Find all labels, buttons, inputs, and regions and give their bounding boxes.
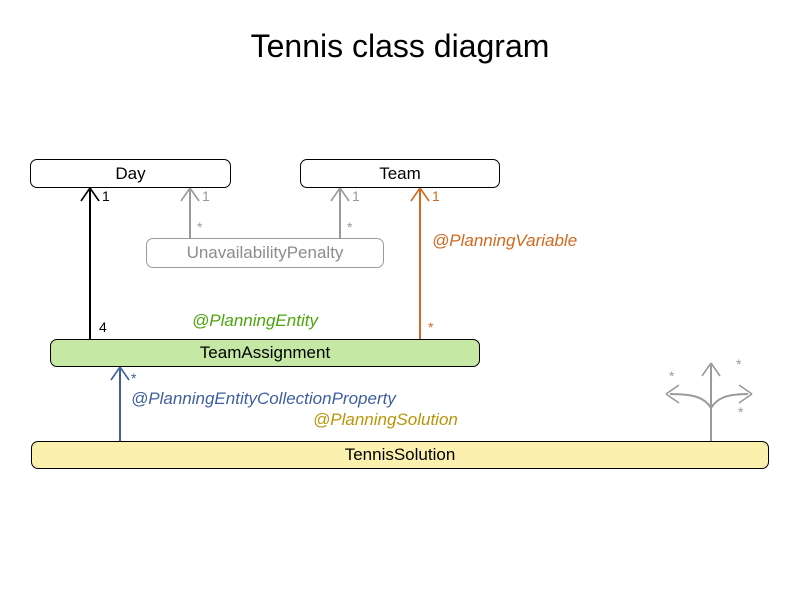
relation-penalty-to-team (330, 187, 350, 238)
multiplicity-teamassignment-team-source: * (428, 319, 434, 335)
arrowhead (119, 366, 130, 381)
arrowhead (665, 384, 680, 395)
relation-line (710, 393, 749, 409)
arrowhead (189, 187, 200, 202)
multiplicity-solution-left-branch: * (669, 368, 675, 384)
relation-tennissolution-facts-trunk (701, 362, 721, 441)
class-name-label: TennisSolution (344, 445, 456, 464)
arrowhead (710, 362, 721, 377)
class-name-label: Day (115, 163, 146, 183)
multiplicity-team-to-penalty-target: 1 (352, 188, 360, 204)
arrowhead (738, 393, 753, 404)
relation-penalty-to-day (180, 187, 200, 238)
class-name-label: Team (379, 163, 421, 183)
annotation-planning-variable: @PlanningVariable (432, 231, 578, 250)
arrowhead (665, 393, 680, 404)
arrowhead (180, 187, 191, 202)
annotation-planning-entity-collection-property: @PlanningEntityCollectionProperty (131, 389, 396, 408)
arrowhead (110, 366, 121, 381)
arrowhead (701, 362, 712, 377)
multiplicity-solution-right-branch: * (738, 404, 744, 420)
relation-teamassignment-to-day (80, 187, 100, 339)
multiplicity-penalty-source-team: * (347, 219, 353, 235)
class-name-label: UnavailabilityPenalty (186, 243, 344, 262)
relation-tennissolution-to-teamassignment (110, 366, 130, 441)
class-box-unavailability-penalty[interactable]: UnavailabilityPenalty (146, 238, 384, 268)
annotation-planning-entity: @PlanningEntity (192, 311, 318, 330)
class-box-tennis-solution[interactable]: TennisSolution (31, 441, 769, 469)
class-box-team-assignment[interactable]: TeamAssignment (50, 339, 480, 367)
multiplicity-day-to-penalty-target: 1 (202, 188, 210, 204)
relation-line (669, 393, 712, 409)
multiplicity-penalty-source-day: * (197, 219, 203, 235)
multiplicity-tennissolution-teamassignment: * (131, 370, 137, 386)
annotation-planning-solution: @PlanningSolution (313, 410, 458, 429)
multiplicity-solution-up-branch: * (736, 356, 742, 372)
multiplicity-day-to-teamassignment-target: 1 (102, 188, 110, 204)
class-box-team[interactable]: Team (300, 159, 500, 188)
relation-tennissolution-facts-left (665, 384, 712, 409)
arrowhead (80, 187, 91, 202)
arrowhead (89, 187, 100, 202)
multiplicity-teamassignment-day-source: 4 (99, 319, 107, 335)
multiplicity-team-to-teamassignment-target: 1 (432, 188, 440, 204)
arrowhead (410, 187, 421, 202)
arrowhead (738, 384, 753, 395)
relation-teamassignment-to-team (410, 187, 430, 339)
class-box-day[interactable]: Day (30, 159, 231, 188)
arrowhead (330, 187, 341, 202)
arrowhead (339, 187, 350, 202)
relation-tennissolution-facts-right (710, 384, 753, 409)
arrowhead (419, 187, 430, 202)
class-name-label: TeamAssignment (199, 343, 331, 362)
page-title: Tennis class diagram (250, 28, 550, 64)
